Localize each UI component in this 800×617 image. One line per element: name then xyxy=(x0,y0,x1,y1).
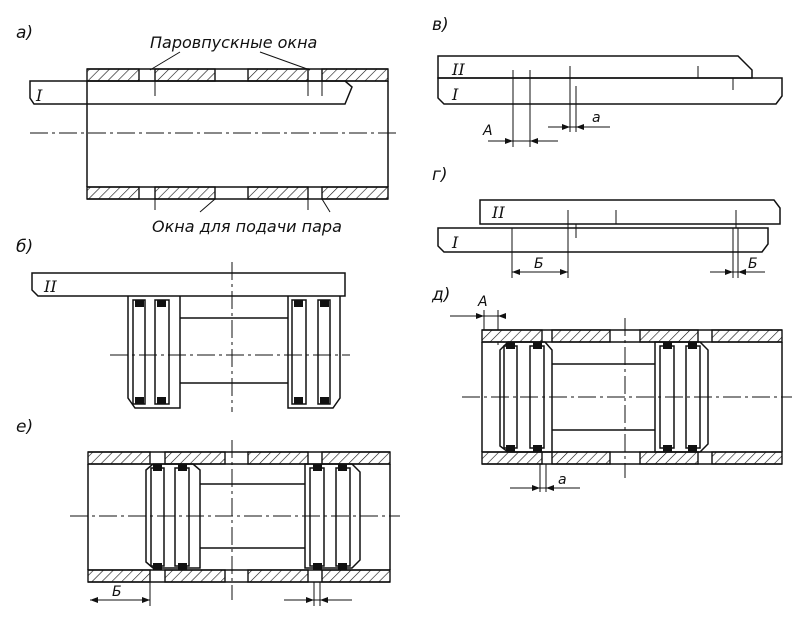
panel-d-label: д) xyxy=(431,285,450,305)
piston-rod xyxy=(552,363,655,431)
panel-b: б) II xyxy=(16,237,350,412)
dimension-A: A xyxy=(450,294,506,345)
dimension-B: Б xyxy=(90,582,151,606)
dimension-A-label: A xyxy=(477,294,488,310)
part-one-label: I xyxy=(35,86,43,105)
dimension-B-label: Б xyxy=(748,256,758,272)
piston-rod xyxy=(180,317,288,384)
piston-right xyxy=(304,463,361,570)
dimension-B-right: Б xyxy=(710,228,765,278)
leader-line xyxy=(199,198,216,213)
panel-g-label: г) xyxy=(432,165,448,185)
panel-e: е) xyxy=(16,417,400,606)
leader-line xyxy=(149,51,181,71)
piston-left xyxy=(145,463,201,570)
panel-v: в) II I A a xyxy=(432,15,783,147)
dimension-B-label: Б xyxy=(534,256,544,272)
slide-bar-two xyxy=(437,55,753,79)
part-one-label: I xyxy=(451,233,459,252)
panel-a-label: а) xyxy=(16,23,33,43)
dimension-a: a xyxy=(510,464,580,492)
panel-b-label: б) xyxy=(16,237,33,257)
leader-line xyxy=(321,198,331,213)
cylinder-bottom-wall xyxy=(87,569,391,583)
dimension-A-label: A xyxy=(482,123,493,139)
cylinder-top-wall xyxy=(86,68,389,82)
slide-bar-one xyxy=(437,77,783,105)
panel-e-label: е) xyxy=(16,417,33,437)
dimension-small-gap xyxy=(284,582,352,606)
steam-supply-ports-label: Окна для подачи пара xyxy=(152,217,342,236)
piston-right xyxy=(287,296,341,409)
steam-inlet-ports-label: Паровпускные окна xyxy=(150,33,317,52)
panel-v-label: в) xyxy=(432,15,449,35)
cylinder-bottom-wall xyxy=(86,186,389,200)
part-two-label: II xyxy=(491,203,505,222)
dimension-B: Б xyxy=(511,228,569,278)
slide-bar-one xyxy=(29,80,353,105)
part-two-label: II xyxy=(43,277,57,296)
piston-rod xyxy=(200,483,305,549)
cylinder-top-wall xyxy=(481,329,783,343)
dimension-B-label: Б xyxy=(112,584,122,600)
dimension-a-label: a xyxy=(592,110,601,126)
part-two-label: II xyxy=(451,60,465,79)
dimension-A: A xyxy=(482,86,558,147)
cylinder-bottom-wall xyxy=(481,451,783,465)
dimension-a: a xyxy=(548,86,610,132)
slide-bar-two xyxy=(31,272,346,297)
part-one-label: I xyxy=(451,85,459,104)
dimension-a-label: a xyxy=(558,472,567,488)
piston-left xyxy=(127,296,181,409)
cylinder-top-wall xyxy=(87,451,391,465)
panel-a: а) Паровпускные окна I xyxy=(16,23,400,236)
piston-right xyxy=(654,341,709,453)
leader-line xyxy=(259,51,311,71)
piston-left xyxy=(499,341,553,453)
slide-bar-one xyxy=(437,227,769,253)
slide-bar-two xyxy=(479,199,781,225)
panel-g: г) II I Б Б xyxy=(432,165,781,278)
panel-d: д) A xyxy=(431,285,792,492)
